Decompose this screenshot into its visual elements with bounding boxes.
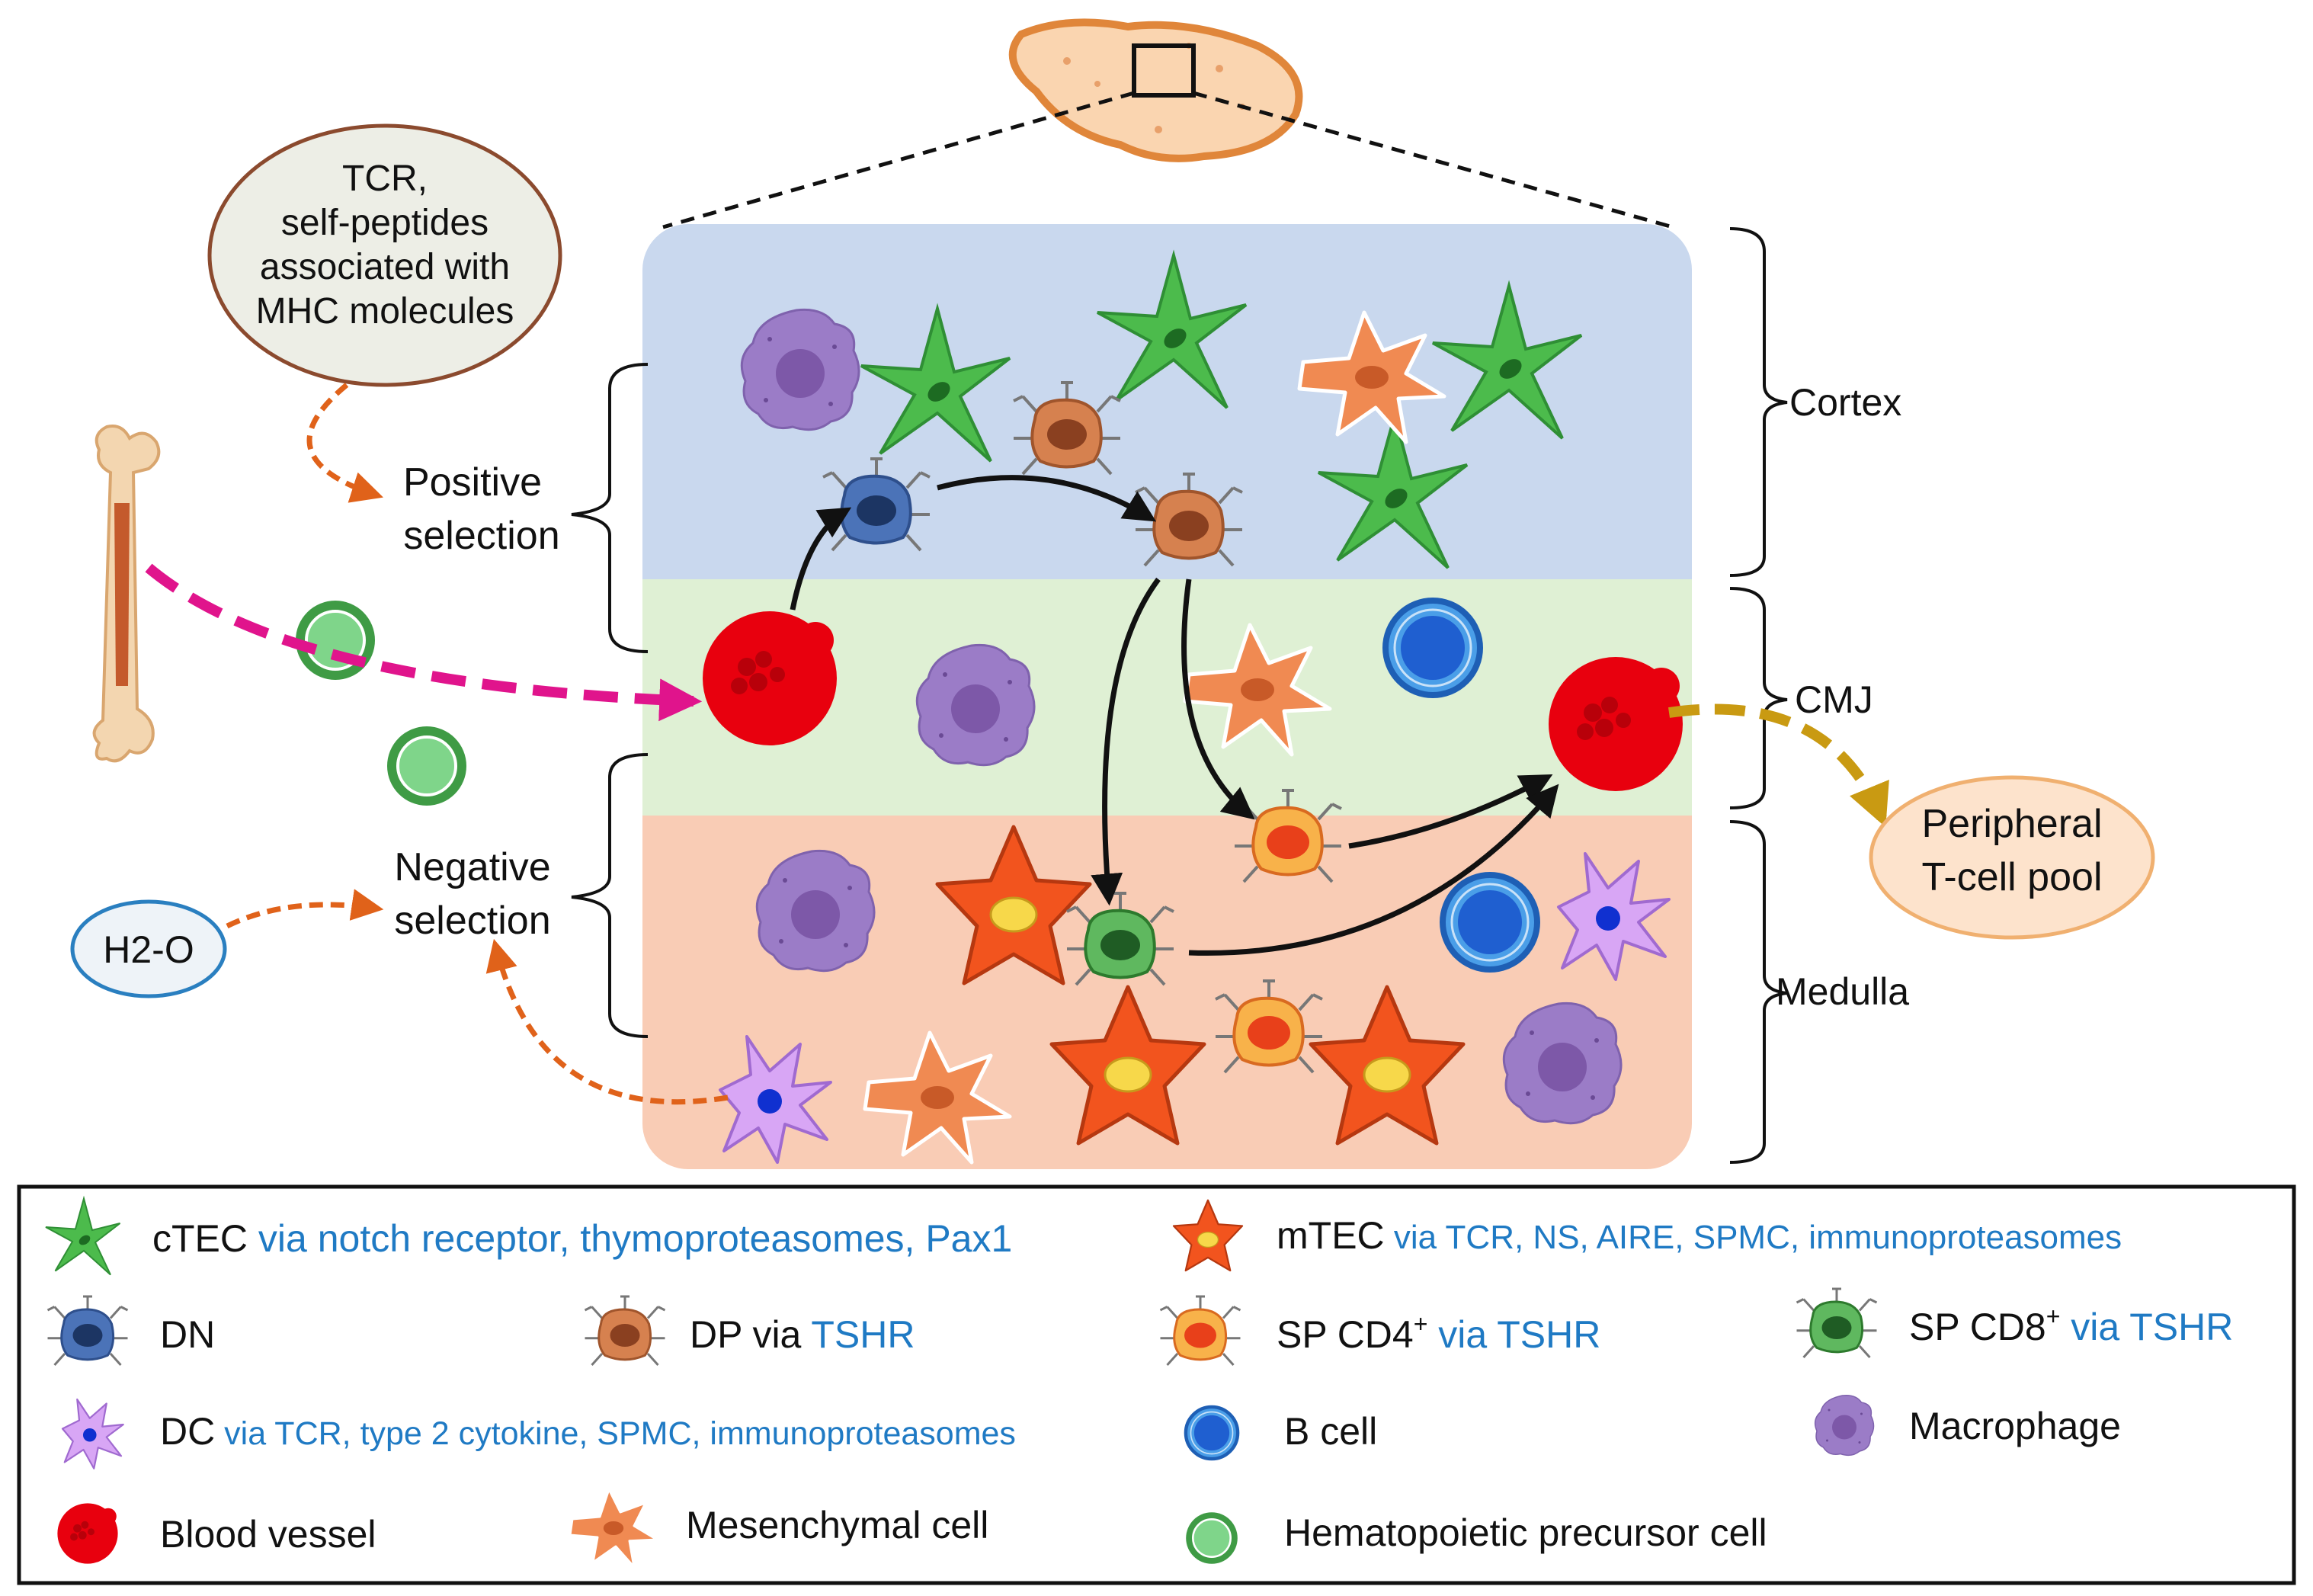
legend-mtec: mTEC via TCR, NS, AIRE, SPMC, immunoprot… (1172, 1199, 2122, 1272)
legend-mesenchymal: Mesenchymal cell (569, 1488, 988, 1569)
magenta-migration-arrow (145, 563, 703, 722)
legend-macrophage: Macrophage (1814, 1394, 2121, 1457)
negative-selection-label-2: selection (394, 899, 550, 943)
tcr-bubble (207, 123, 562, 387)
legend-cd8-name: SP CD8 (1909, 1306, 2046, 1348)
legend-sp-cd8: SP CD8+ via TSHR (1797, 1289, 2233, 1357)
legend-dp-name: DP via (690, 1313, 811, 1356)
positive-selection-brace (571, 363, 649, 653)
legend-ctec-name: cTEC (152, 1217, 248, 1260)
positive-selection-label-1: Positive (403, 460, 542, 505)
tcr-line-3: associated with (260, 247, 510, 287)
svg-text:mTEC via TCR, NS, AIRE, SPMC,: mTEC via TCR, NS, AIRE, SPMC, immunoprot… (1277, 1214, 2122, 1257)
egress-arrow (1668, 703, 1889, 828)
thymus-organ-icon (1008, 18, 1303, 162)
legend-cd8-sup: + (2046, 1303, 2061, 1330)
legend-dn-name: DN (160, 1313, 215, 1356)
legend-ctec: cTEC via notch receptor, thymoproteasome… (45, 1197, 1012, 1276)
svg-text:SP CD4+ via TSHR: SP CD4+ via TSHR (1277, 1310, 1600, 1356)
svg-text:DP via TSHR: DP via TSHR (690, 1313, 915, 1356)
zoom-line-left (662, 91, 1135, 229)
legend-dp: DP via TSHR (585, 1296, 915, 1365)
legend-cd4-note: via TSHR (1427, 1313, 1600, 1356)
tcr-line-1: TCR, (342, 159, 428, 199)
development-arrows (790, 475, 1559, 956)
cmj-brace (1729, 587, 1788, 809)
medulla-brace (1729, 820, 1788, 1164)
legend-blood-vessel: Blood vessel (57, 1503, 376, 1564)
negative-selection-brace (571, 753, 649, 1038)
legend-blood-vessel-name: Blood vessel (160, 1513, 376, 1556)
legend-dc-note: via TCR, type 2 cytokine, SPMC, immunopr… (215, 1415, 1016, 1452)
legend-cd4-sup: + (1414, 1310, 1428, 1338)
legend-dn: DN (48, 1296, 215, 1365)
hematopoietic-cell-2 (386, 725, 468, 807)
legend-hematopoietic: Hematopoietic precursor cell (1184, 1511, 1767, 1566)
svg-text:cTEC via notch receptor, thym: cTEC via notch receptor, thymoproteasome… (152, 1217, 1012, 1260)
macrophage-cmj (915, 643, 1036, 767)
macrophage-medulla-1 (755, 849, 876, 973)
legend-dp-note: TSHR (811, 1313, 915, 1356)
legend-cd8-note: via TSHR (2060, 1306, 2233, 1348)
legend-mtec-name: mTEC (1277, 1214, 1385, 1257)
legend-cd4-name: SP CD4 (1277, 1313, 1414, 1356)
zoom-line-right (1193, 91, 1674, 229)
b-cell-cmj (1386, 601, 1480, 695)
legend-b-cell-name: B cell (1284, 1410, 1377, 1453)
bone-icon (92, 425, 161, 763)
tcr-arrow (306, 383, 383, 503)
legend-sp-cd4: SP CD4+ via TSHR (1161, 1296, 1600, 1365)
peripheral-pool-line-2: T-cell pool (1922, 855, 2103, 899)
cortex-brace (1729, 227, 1788, 577)
cortex-label: Cortex (1789, 381, 1901, 424)
legend-hematopoietic-name: Hematopoietic precursor cell (1284, 1511, 1767, 1554)
cmj-label: CMJ (1795, 678, 1873, 721)
h2o-label: H2-O (103, 928, 194, 971)
positive-selection-label-2: selection (403, 514, 559, 558)
medulla-label: Medulla (1776, 970, 1909, 1013)
h2o-bubble (70, 899, 227, 998)
blood-vessel-exit (1549, 657, 1683, 791)
tcr-line-4: MHC molecules (256, 291, 514, 332)
dc-to-negative-arrow (485, 938, 729, 1105)
blood-vessel-entry (703, 611, 837, 745)
tcr-line-2: self-peptides (281, 203, 489, 243)
h2o-arrow (226, 889, 384, 929)
macrophage-medulla-2 (1502, 1002, 1623, 1125)
macrophage-cortex (740, 308, 860, 431)
negative-selection-label-1: Negative (394, 845, 550, 889)
peripheral-pool-bubble (1869, 775, 2155, 940)
svg-text:DC via TCR, type 2 cytokine, S: DC via TCR, type 2 cytokine, SPMC, immun… (160, 1410, 1016, 1453)
hematopoietic-cell-1 (294, 599, 376, 681)
legend-box (17, 1184, 2296, 1585)
legend-dc: DC via TCR, type 2 cytokine, SPMC, immun… (61, 1398, 1016, 1469)
legend-b-cell: B cell (1186, 1407, 1377, 1459)
peripheral-pool-line-1: Peripheral (1921, 802, 2102, 846)
legend-macrophage-name: Macrophage (1909, 1405, 2121, 1447)
b-cell-medulla (1443, 875, 1537, 969)
legend-ctec-note: via notch receptor, thymoproteasomes, Pa… (248, 1217, 1012, 1260)
legend-dc-name: DC (160, 1410, 215, 1453)
svg-text:SP CD8+ via TSHR: SP CD8+ via TSHR (1909, 1303, 2233, 1348)
legend-mtec-note: via TCR, NS, AIRE, SPMC, immunoproteasom… (1385, 1219, 2122, 1256)
legend-mesenchymal-name: Mesenchymal cell (686, 1504, 988, 1546)
